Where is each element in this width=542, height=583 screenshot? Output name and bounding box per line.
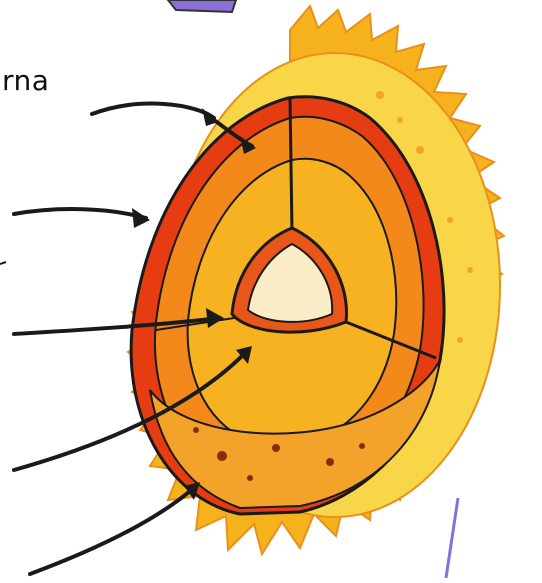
- partial-label: rna: [2, 64, 49, 97]
- arrow-icon: [92, 104, 214, 118]
- cut-line-vertical: [290, 98, 292, 232]
- purple-scrap: [168, 0, 236, 12]
- purple-line: [446, 498, 458, 578]
- arrow-icon: [14, 209, 146, 218]
- small-mark: [0, 262, 6, 264]
